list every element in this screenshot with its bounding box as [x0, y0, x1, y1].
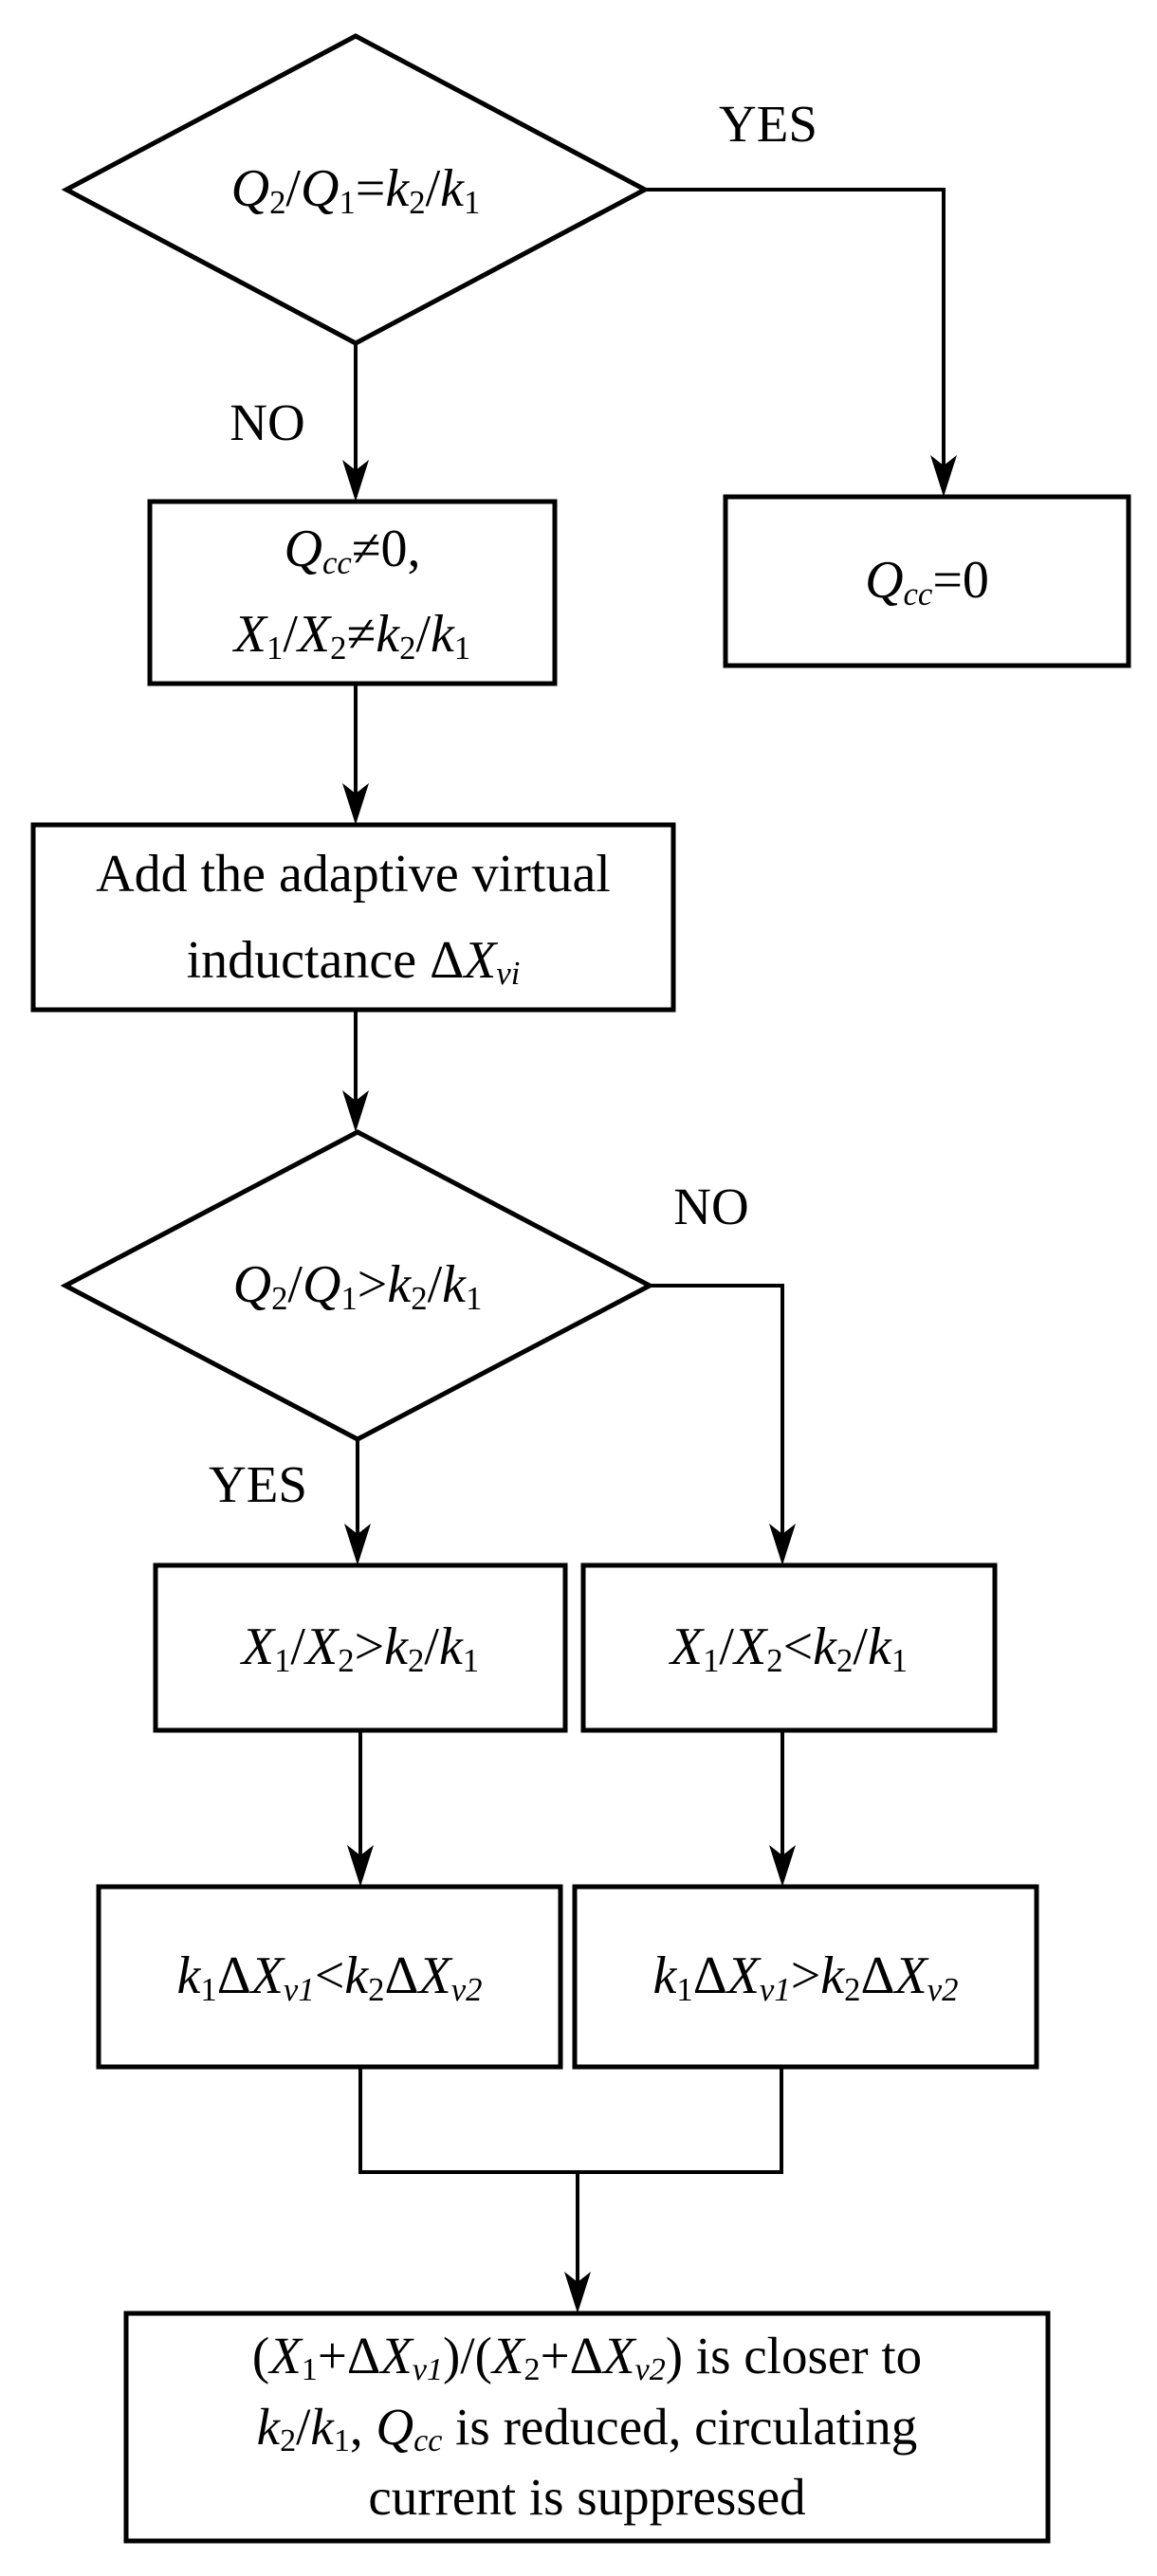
decision2-formula: Q2/Q1>k2/k1: [232, 1255, 483, 1318]
conclusion-text: (X1+ΔXv1)/(X2+ΔXv2) is closer to k2/k1, …: [126, 2313, 1048, 2541]
qcc-nonzero-text: Qcc≠0, X1/X2≠k2/k1: [150, 502, 555, 684]
qcc-nonzero-box: [147, 499, 558, 686]
conclusion-line1: (X1+ΔXv1)/(X2+ΔXv2) is closer to: [251, 2326, 923, 2388]
x-ratio-gt-box: [153, 1562, 568, 1733]
qcc-zero-formula: Qcc=0: [865, 551, 989, 613]
k-product-gt-formula: k1ΔXv1>k2ΔXv2: [652, 1946, 959, 2009]
connector-decision1-yes: [643, 188, 946, 466]
arrowhead-into-conclusion-box: [564, 2272, 591, 2313]
k-product-lt-text: k1ΔXv1<k2ΔXv2: [99, 1887, 560, 2067]
decision1-formula: Q2/Q1=k2/k1: [230, 159, 481, 222]
qcc-nonzero-line1: Qcc≠0,: [284, 520, 421, 582]
add-inductance-line1: Add the adaptive virtual: [96, 844, 611, 904]
arrowhead-into-ratio-gt-box: [344, 1524, 371, 1565]
label-no-decision2: NO: [673, 1177, 749, 1235]
x-ratio-lt-text: X1/X2<k2/k1: [583, 1565, 995, 1730]
k-product-lt-formula: k1ΔXv1<k2ΔXv2: [176, 1946, 483, 2009]
arrowhead-into-qcc-nonzero-box: [342, 460, 369, 502]
k-product-gt-box: [572, 1884, 1039, 2070]
x-ratio-lt-formula: X1/X2<k2/k1: [670, 1617, 909, 1680]
x-ratio-gt-formula: X1/X2>k2/k1: [241, 1617, 480, 1680]
conclusion-line2: k2/k1, Qcc is reduced, circulating: [256, 2397, 918, 2459]
arrowhead-into-product-gt-box: [769, 1845, 796, 1887]
decision2-text: Q2/Q1>k2/k1: [65, 1219, 650, 1352]
x-ratio-lt-box: [580, 1562, 998, 1733]
qcc-zero-box: [723, 494, 1131, 668]
add-inductance-line2: inductance ΔXvi: [186, 930, 521, 993]
add-inductance-text: Add the adaptive virtual inductance ΔXvi: [33, 825, 673, 1010]
k-product-gt-text: k1ΔXv1>k2ΔXv2: [575, 1887, 1037, 2067]
arrowhead-into-add-inductance-box: [342, 783, 369, 825]
arrowhead-into-qcc-zero-box: [930, 455, 957, 497]
arrowhead-into-decision2: [342, 1090, 369, 1132]
conclusion-line3: current is suppressed: [368, 2468, 806, 2527]
arrowhead-into-product-lt-box: [347, 1845, 374, 1887]
x-ratio-gt-text: X1/X2>k2/k1: [156, 1565, 565, 1730]
add-inductance-box: [30, 822, 676, 1013]
k-product-lt-box: [96, 1884, 563, 2070]
label-yes-decision2: YES: [209, 1454, 307, 1513]
label-yes-decision1: YES: [719, 94, 817, 153]
decision1-diamond: [61, 33, 651, 346]
qcc-nonzero-line2: X1/X2≠k2/k1: [233, 605, 471, 667]
qcc-zero-text: Qcc=0: [725, 497, 1129, 666]
label-no-decision1: NO: [230, 393, 305, 451]
connector-decision2-no: [648, 1284, 784, 1535]
arrowhead-into-ratio-lt-box: [769, 1524, 796, 1565]
conclusion-box: [123, 2311, 1051, 2544]
decision2-diamond: [60, 1129, 655, 1442]
decision1-text: Q2/Q1=k2/k1: [66, 123, 645, 256]
